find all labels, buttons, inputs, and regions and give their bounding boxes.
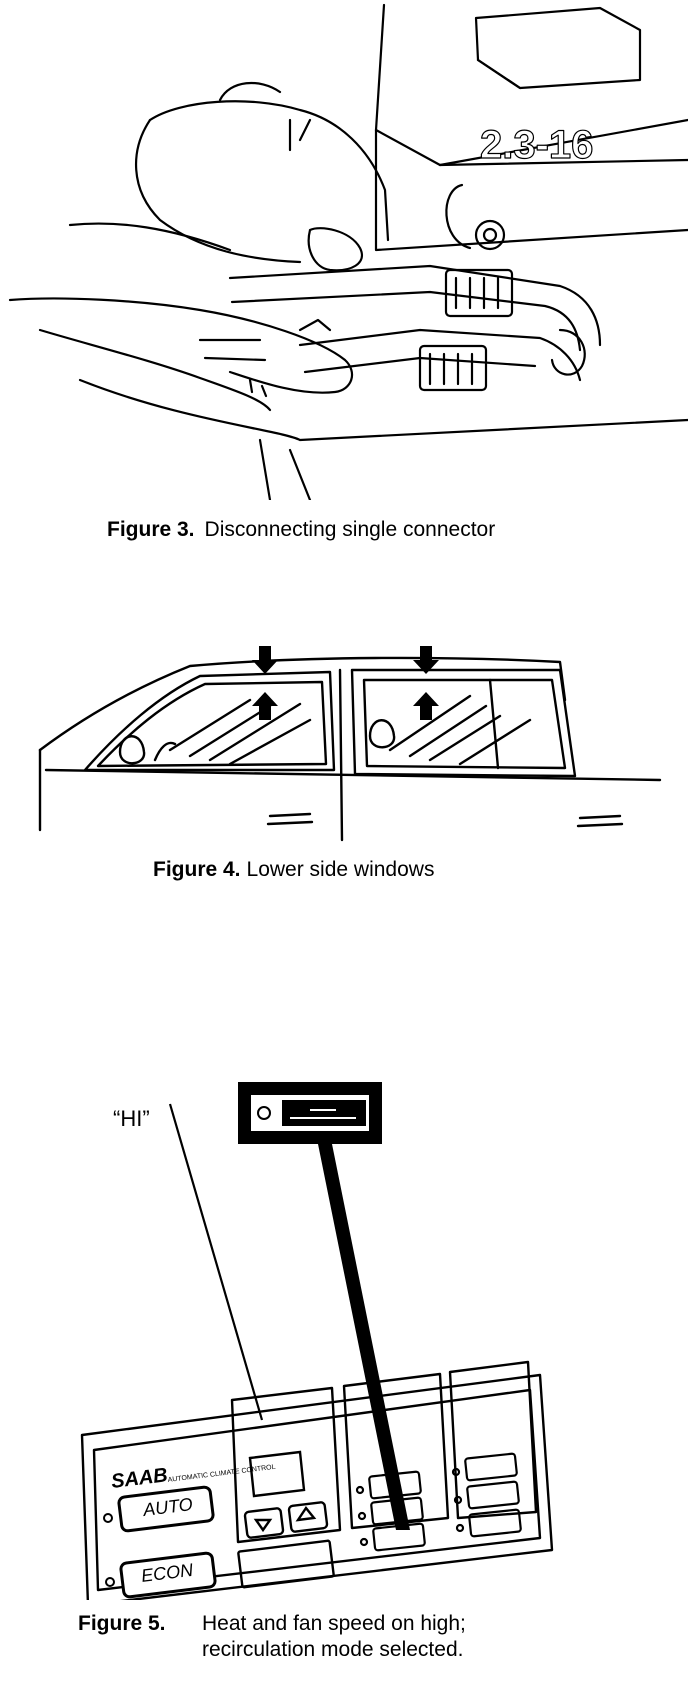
figure-5-caption-line-2: recirculation mode selected. (202, 1638, 464, 1661)
temperature-display-inset (238, 1082, 382, 1144)
lower-window-arrows (252, 646, 439, 720)
auto-button[interactable]: AUTO (103, 1485, 215, 1533)
hi-callout-label: “HI” (113, 1106, 150, 1131)
figure-3-caption-text: Disconnecting single connector (204, 518, 496, 541)
figure-3-label: Figure 3. (107, 518, 195, 541)
figure-4-caption: Figure 4.Lower side windows (153, 858, 434, 882)
panel-subtitle: AUTOMATIC CLIMATE CONTROL (167, 1464, 276, 1484)
figure-5-caption-line-1: Heat and fan speed on high; (202, 1612, 466, 1635)
engine-connector-drawing: 2.3-16 (8, 3, 688, 500)
engine-badge: 2.3-16 (480, 123, 593, 167)
climate-control-panel-drawing: SAAB AUTOMATIC CLIMATE CONTROL AUTO ECON (80, 1082, 554, 1600)
figure-3-caption: Figure 3. Disconnecting single connector (107, 518, 495, 542)
figure-4-label: Figure 4. (153, 858, 241, 881)
figure-5-illustration: SAAB AUTOMATIC CLIMATE CONTROL AUTO ECON (0, 1060, 688, 1600)
car-side-windows-drawing (38, 646, 662, 842)
econ-button[interactable]: ECON (105, 1551, 217, 1599)
figure-4-caption-text: Lower side windows (246, 858, 435, 881)
figure-5-label: Figure 5. (78, 1612, 166, 1635)
figure-3-illustration: 2.3-16 (0, 0, 688, 500)
figure-4-illustration (0, 640, 688, 860)
saab-logo: SAAB (110, 1464, 169, 1493)
